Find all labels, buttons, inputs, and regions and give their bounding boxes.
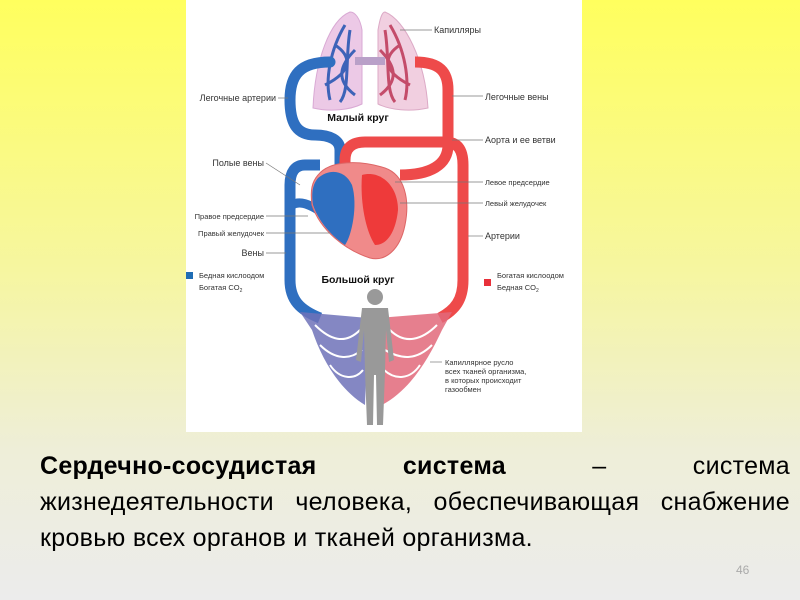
- legend-swatch-venous: [186, 272, 193, 279]
- diagram-svg: Капилляры Легочные артерии Легочные вены…: [186, 11, 564, 425]
- label-right-ventricle: Правый желудочек: [198, 229, 265, 238]
- systemic-capillaries-venous: [300, 312, 368, 405]
- legend-venous-line1: Бедная кислоодом: [199, 271, 264, 280]
- caption-term: Сердечно-сосудистая система: [40, 452, 507, 480]
- slide-caption: Сердечно-сосудистая система – система жи…: [40, 448, 790, 556]
- label-capillary-bed-4: газообмен: [445, 385, 481, 394]
- legend-swatch-arterial: [484, 279, 491, 286]
- label-pulmonary-veins: Легочные вены: [485, 92, 549, 102]
- human-silhouette: [356, 289, 394, 425]
- label-left-ventricle: Левый желудочек: [485, 199, 547, 208]
- lung-capillaries-right: [378, 24, 411, 103]
- page-number: 46: [736, 563, 750, 577]
- label-pulmonary-arteries: Легочные артерии: [200, 93, 276, 103]
- caption-definition: – система жизнедеятельности человека, об…: [40, 452, 790, 552]
- label-capillaries: Капилляры: [434, 25, 481, 35]
- label-right-atrium: Правое предсердие: [195, 212, 264, 221]
- circulatory-system-diagram: Капилляры Легочные артерии Легочные вены…: [186, 0, 582, 432]
- leader-lines: [265, 29, 483, 363]
- legend-arterial-line1: Богатая кислоодом: [497, 271, 564, 280]
- label-capillary-bed-2: всех тканей организма,: [445, 367, 526, 376]
- aorta: [339, 136, 469, 323]
- label-capillary-bed-3: в которых происходит: [445, 376, 522, 385]
- label-aorta: Аорта и ее ветви: [485, 135, 556, 145]
- pulmonary-artery: [284, 56, 346, 181]
- legend-venous-line2: Богатая CO2: [199, 283, 243, 294]
- label-small-circle: Малый круг: [327, 112, 389, 124]
- label-capillary-bed-1: Капиллярное русло: [445, 358, 513, 367]
- label-left-atrium: Левое предсердие: [485, 178, 550, 187]
- label-arteries: Артерии: [485, 231, 520, 241]
- label-big-circle: Большой круг: [321, 274, 395, 286]
- heart-right-side: [312, 171, 355, 245]
- heart-left-side: [361, 174, 398, 245]
- vena-cava: [284, 159, 323, 324]
- lung-connector: [355, 57, 385, 65]
- label-vena-cava: Полые вены: [212, 158, 264, 168]
- label-veins: Вены: [242, 248, 264, 258]
- legend-arterial-line2: Бедная CO2: [497, 283, 539, 294]
